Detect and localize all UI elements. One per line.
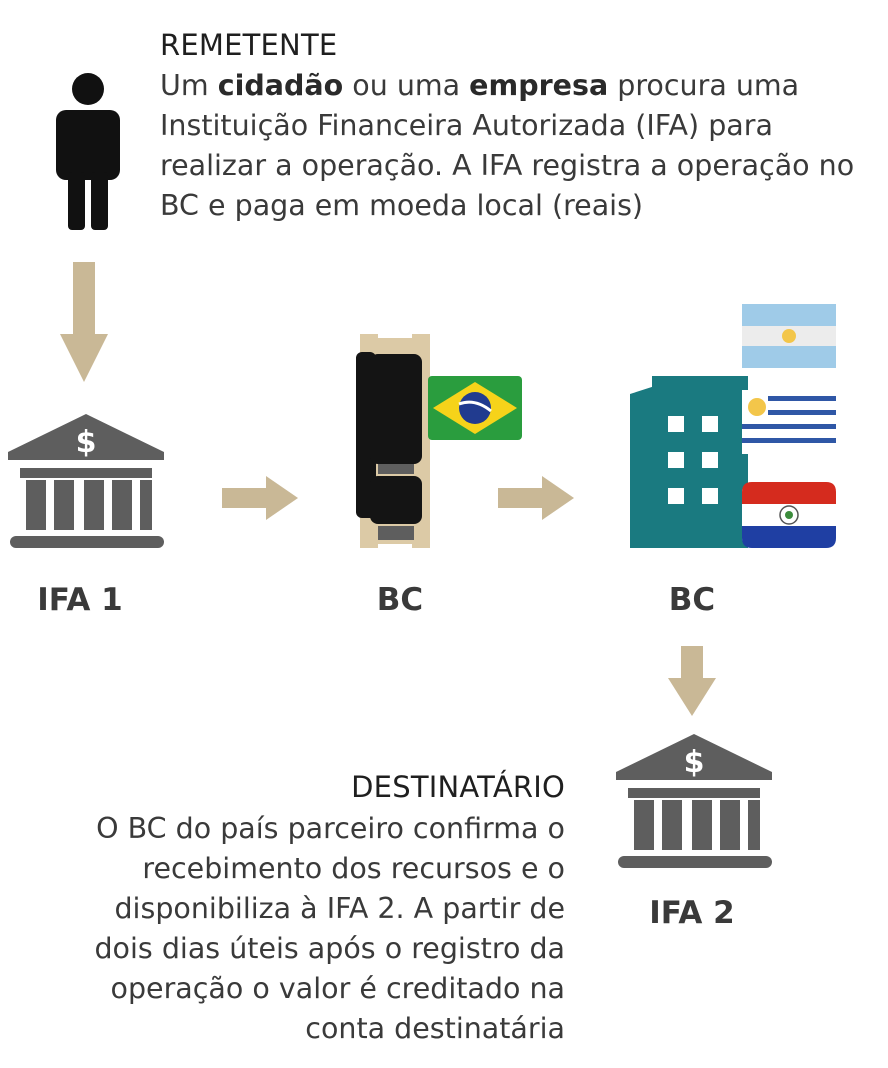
recipient-title: DESTINATÁRIO [351,770,565,804]
bc-brazil-building-icon [356,334,522,548]
ifa2-label: IFA 2 [649,895,735,931]
paraguay-flag-icon [742,482,836,548]
dollar-sign: $ [684,745,705,780]
bank-icon: $ [8,414,164,548]
sender-description: Um cidadão ou uma empresa procura uma In… [160,69,855,222]
recipient-line: disponibiliza à IFA 2. A partir de [114,892,565,925]
person-icon [56,73,120,230]
argentina-flag-icon [742,304,836,368]
ifa1-label: IFA 1 [37,582,123,618]
dollar-sign: $ [76,425,97,460]
recipient-line: conta destinatária [305,1012,565,1045]
recipient-line: O BC do país parceiro confirma o [96,812,565,845]
bank-icon: $ [616,734,772,868]
recipient-line: recebimento dos recursos e o [142,852,565,885]
arrow-right-icon [222,476,298,520]
uruguay-flag-icon [742,390,836,454]
bc-brazil-label: BC [376,582,424,618]
recipient-description: O BC do país parceiro confirma o recebim… [10,809,565,1049]
arrow-down-icon [668,646,716,716]
sender-bold-company: empresa [469,69,609,102]
partner-bank-building-icon [630,304,836,548]
arrow-down-icon [60,262,108,382]
recipient-line: dois dias úteis após o registro da [94,932,565,965]
sender-title: REMETENTE [160,28,338,62]
arrow-right-icon [498,476,574,520]
recipient-line: operação o valor é creditado na [110,972,565,1005]
bc-partner-label: BC [668,582,716,618]
brazil-flag-icon [428,376,522,440]
sender-bold-citizen: cidadão [217,69,344,102]
